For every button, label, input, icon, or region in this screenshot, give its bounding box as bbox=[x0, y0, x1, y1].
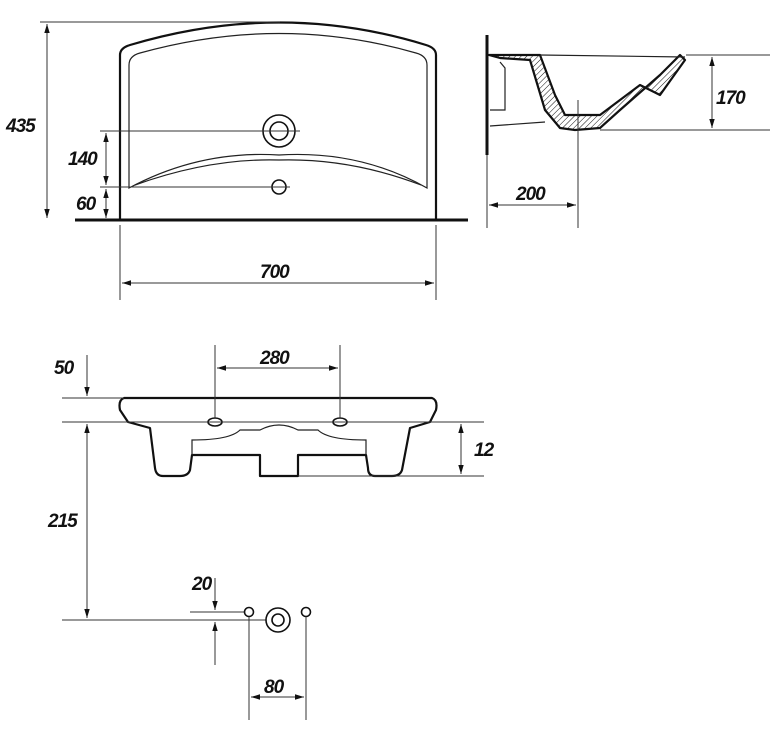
dim-60: 60 bbox=[76, 194, 97, 215]
dim-170: 170 bbox=[716, 88, 746, 109]
small-hole-right-icon bbox=[300, 606, 312, 618]
dim-700: 700 bbox=[260, 262, 290, 283]
top-view: 435 140 60 700 bbox=[5, 21, 468, 300]
side-section bbox=[487, 53, 687, 132]
dim-12: 12 bbox=[474, 440, 495, 461]
side-view: 170 200 bbox=[485, 35, 770, 228]
dim-435: 435 bbox=[5, 116, 36, 137]
dim-140: 140 bbox=[68, 149, 98, 170]
rear-outline bbox=[118, 396, 438, 478]
dim-80: 80 bbox=[264, 677, 285, 698]
small-hole-left-icon bbox=[243, 606, 255, 618]
dim-50: 50 bbox=[54, 358, 75, 379]
dim-20: 20 bbox=[191, 574, 213, 595]
bowl-outline bbox=[128, 32, 428, 190]
dim-200: 200 bbox=[515, 184, 546, 205]
rear-view: 50 280 12 215 20 80 bbox=[47, 345, 496, 720]
dim-280: 280 bbox=[259, 348, 290, 369]
dim-215: 215 bbox=[47, 511, 78, 532]
